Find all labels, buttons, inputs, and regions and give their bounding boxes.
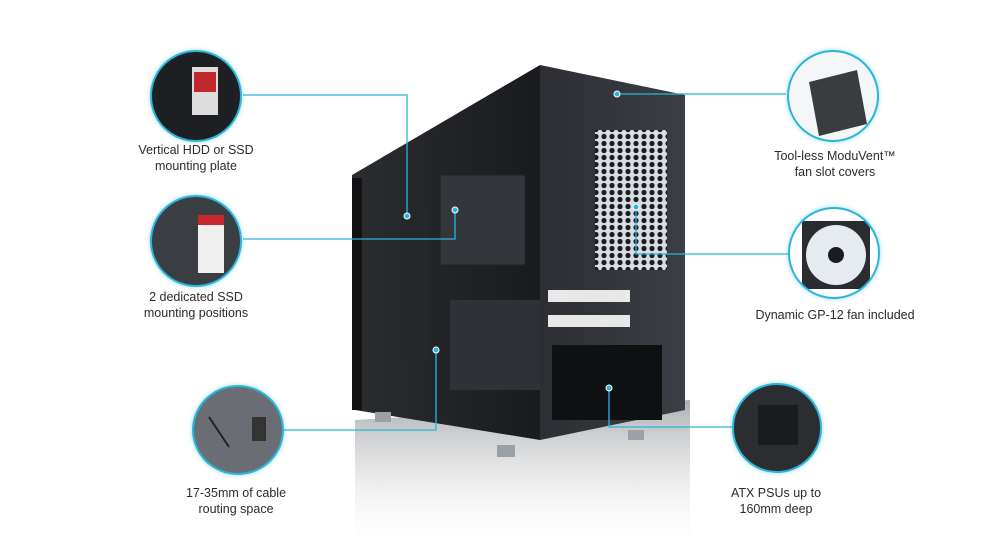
cable-routing-bubble <box>192 385 284 475</box>
psu-bay-bubble <box>732 383 822 473</box>
fan-label: Dynamic GP-12 fan included <box>755 308 915 322</box>
fan-slot-cover-label: Tool-less ModuVent™ fan slot covers <box>774 149 896 179</box>
fan-bubble <box>788 207 880 299</box>
fan-slot-cover-bubble <box>787 50 879 142</box>
ssd-mount-label: 2 dedicated SSD mounting positions <box>143 290 249 320</box>
hdd-mount-label: Vertical HDD or SSD mounting plate <box>138 143 254 173</box>
cable-routing-icon <box>208 416 266 448</box>
psu-bay-label: ATX PSUs up to 160mm deep <box>730 486 822 516</box>
cable-routing-label: 17-35mm of cable routing space <box>185 486 287 516</box>
psu-bay-icon <box>758 405 798 445</box>
ssd-mount-bubble <box>150 195 242 287</box>
hdd-mount-icon <box>192 67 218 115</box>
fan-slot-cover-icon <box>809 70 867 136</box>
hdd-mount-bubble <box>150 50 242 142</box>
fan-icon <box>802 221 870 289</box>
ssd-mount-icon <box>198 215 224 273</box>
